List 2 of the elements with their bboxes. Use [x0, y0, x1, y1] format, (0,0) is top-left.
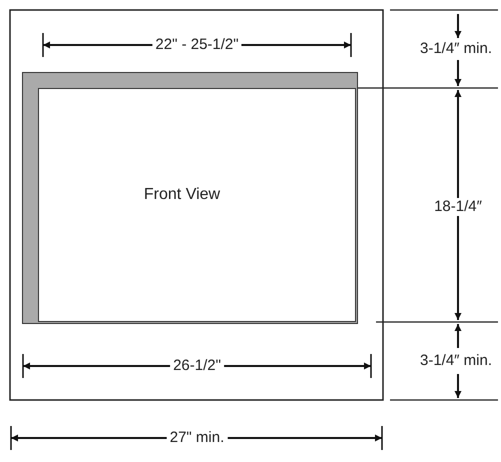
view-panel: [38, 88, 356, 322]
view-label: Front View: [144, 186, 220, 204]
